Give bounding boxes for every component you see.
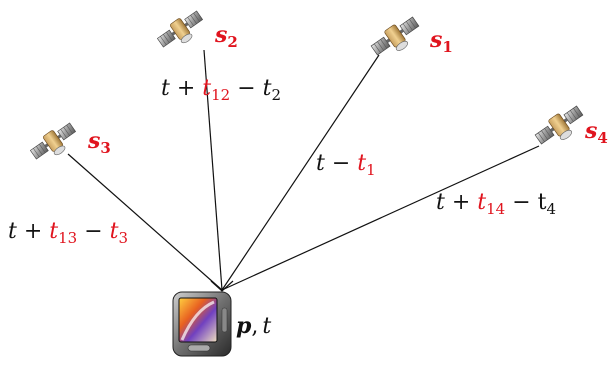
satellite-label-s3: s3: [87, 128, 111, 157]
satellite-label-s2: s2: [214, 22, 238, 51]
satellite-icon: [532, 103, 586, 147]
path-label-s4: t + t14 − t4: [436, 190, 556, 218]
signal-line-s1: [221, 54, 380, 291]
satellite-label-s1: s1: [429, 27, 453, 56]
satellite-icon: [155, 8, 205, 50]
satellite-icon: [368, 14, 422, 58]
satellite-label-s4: s4: [584, 118, 608, 147]
signal-line-s4: [221, 145, 540, 291]
arrowhead: [210, 280, 234, 292]
gps-receiver-icon: [172, 291, 232, 357]
path-label-s2: t + t12 − t2: [161, 76, 281, 104]
path-label-s3: t + t13 − t3: [8, 219, 128, 247]
signal-line-s2: [203, 49, 223, 291]
satellite-icon: [28, 120, 78, 162]
path-label-s1: t − t1: [316, 151, 376, 179]
receiver-label: p,t: [236, 313, 271, 339]
signal-line-s3: [67, 153, 223, 291]
